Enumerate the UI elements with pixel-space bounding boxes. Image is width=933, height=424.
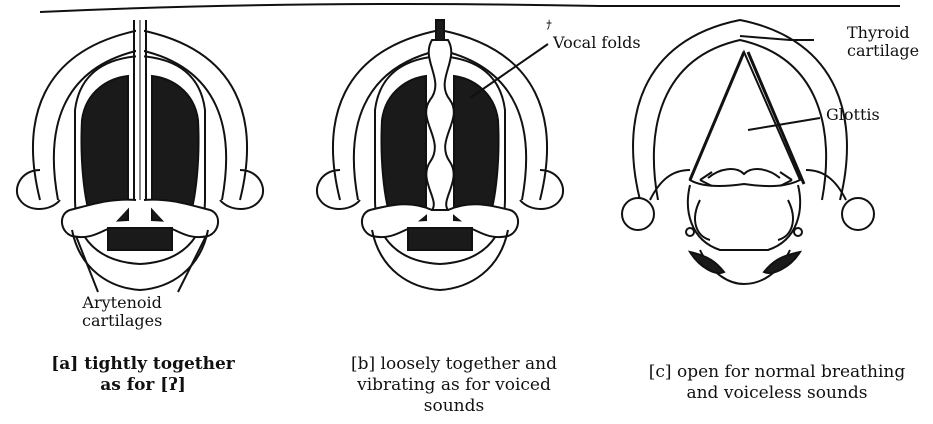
- vocal-folds-vibrating: [426, 40, 454, 210]
- top-rule: [40, 4, 900, 12]
- caption-a: [a] tightly together as for [ʔ]: [38, 354, 248, 396]
- thyroid-label-line2: cartilage: [847, 42, 919, 60]
- diagram-c: [622, 20, 874, 284]
- glottis-label: Glottis: [826, 106, 880, 124]
- glottis-open: [690, 52, 800, 186]
- diagram-a: [17, 20, 263, 292]
- caption-b-line2: vibrating as for voiced: [336, 375, 572, 396]
- diagram-b: [317, 20, 563, 290]
- side-ball-left-c: [622, 198, 654, 230]
- vocal-folds-label: Vocal folds: [553, 34, 641, 52]
- side-ball-right-c: [842, 198, 874, 230]
- arytenoid-label: Arytenoid cartilages: [82, 294, 162, 330]
- caption-b: [b] loosely together and vibrating as fo…: [336, 354, 572, 417]
- caption-c-line2: and voiceless sounds: [642, 383, 912, 404]
- caption-c-line1: [c] open for normal breathing: [642, 362, 912, 383]
- arytenoid-label-line2: cartilages: [82, 312, 162, 330]
- caption-a-line2: as for [ʔ]: [38, 375, 248, 396]
- stray-mark: ﾅ: [546, 16, 552, 33]
- caption-b-line3: sounds: [336, 396, 572, 417]
- caption-b-line1: [b] loosely together and: [336, 354, 572, 375]
- caption-a-line1: [a] tightly together: [38, 354, 248, 375]
- thyroid-label: Thyroid cartilage: [847, 24, 919, 60]
- arytenoid-label-line1: Arytenoid: [82, 294, 162, 312]
- caption-c: [c] open for normal breathing and voicel…: [642, 362, 912, 404]
- thyroid-label-line1: Thyroid: [847, 24, 919, 42]
- dark-ring-c: [690, 252, 724, 273]
